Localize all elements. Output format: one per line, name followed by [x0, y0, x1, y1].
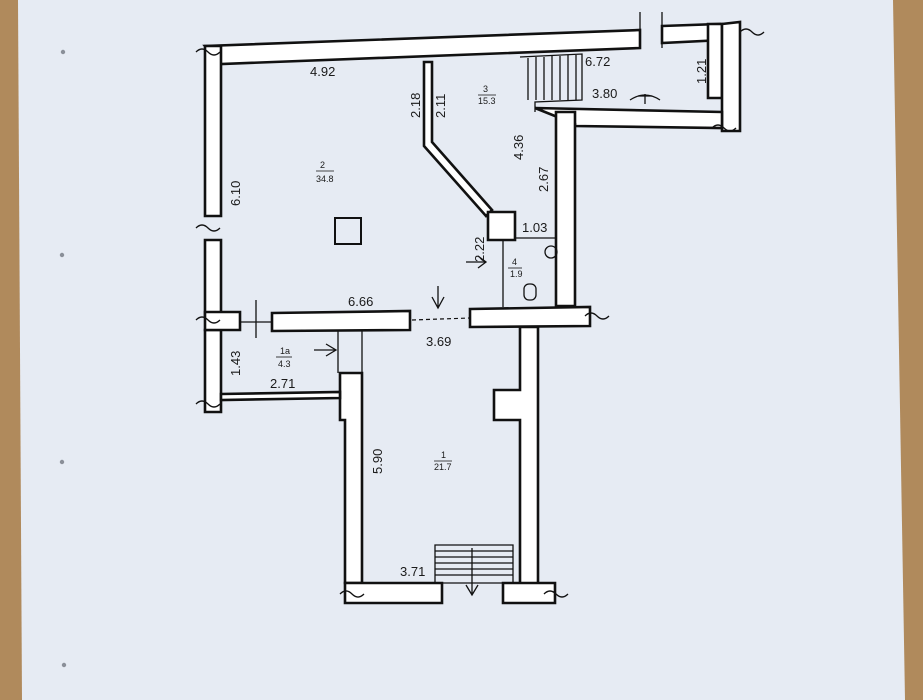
room-1-number: 1: [441, 450, 446, 460]
column-square: [334, 217, 362, 245]
dim-4-36: 4.36: [511, 135, 526, 160]
room-1a-label: 1a 4.3: [276, 346, 292, 369]
floor-plan: 4.92 2.18 2.11 6.72 1.21 3.80 4.36 6.10 …: [195, 12, 765, 605]
walls: [202, 20, 742, 605]
dim-5-90: 5.90: [370, 449, 385, 474]
room-3-area: 15.3: [478, 96, 496, 106]
dim-2-71: 2.71: [270, 376, 295, 391]
dimension-labels: 4.92 2.18 2.11 6.72 1.21 3.80 4.36 6.10 …: [228, 54, 709, 579]
stairs-top: [519, 53, 583, 112]
dim-1-03: 1.03: [522, 220, 547, 235]
break-symbols: [195, 28, 765, 598]
stairs-bottom: [434, 544, 514, 597]
room-4-area: 1.9: [510, 269, 523, 279]
dim-3-71: 3.71: [400, 564, 425, 579]
room-2-label: 2 34.8: [316, 160, 334, 184]
dim-2-22: 2.22: [472, 237, 487, 262]
dim-1-43: 1.43: [228, 351, 243, 376]
dim-6-72: 6.72: [585, 54, 610, 69]
dim-1-21: 1.21: [694, 59, 709, 84]
door-arrow-icon: [431, 286, 445, 310]
room-4-label: 4 1.9: [508, 257, 523, 279]
dim-2-67: 2.67: [536, 167, 551, 192]
room-4-number: 4: [512, 257, 517, 267]
binder-holes: [59, 49, 67, 668]
dim-3-80: 3.80: [592, 86, 617, 101]
room-1a-number: 1a: [280, 346, 290, 356]
sink-icon: [544, 94, 661, 259]
dim-2-18: 2.18: [408, 93, 423, 118]
dim-3-69: 3.69: [426, 334, 451, 349]
dim-4-92: 4.92: [310, 64, 335, 79]
room-3-number: 3: [483, 84, 488, 94]
room-1a-area: 4.3: [278, 359, 291, 369]
dim-2-11: 2.11: [433, 94, 448, 118]
door-arrow-4-icon: [466, 255, 488, 269]
toilet-icon: [523, 283, 537, 301]
room-2-area: 34.8: [316, 174, 334, 184]
doorway-dashed: [411, 317, 471, 321]
dim-6-66: 6.66: [348, 294, 373, 309]
entry-arrow-icon: [465, 548, 479, 597]
room-2-number: 2: [320, 160, 325, 170]
room-1-area: 21.7: [434, 462, 452, 472]
dimension-ticks: [240, 12, 663, 373]
room-3-label: 3 15.3: [478, 84, 496, 106]
paper-sheet: [18, 0, 905, 700]
door-arrow-1a-icon: [314, 343, 338, 357]
room-labels: 2 34.8 3 15.3 4 1.9 1a 4.3 1: [276, 84, 523, 472]
room-1-label: 1 21.7: [434, 450, 452, 472]
dim-6-10: 6.10: [228, 181, 243, 206]
